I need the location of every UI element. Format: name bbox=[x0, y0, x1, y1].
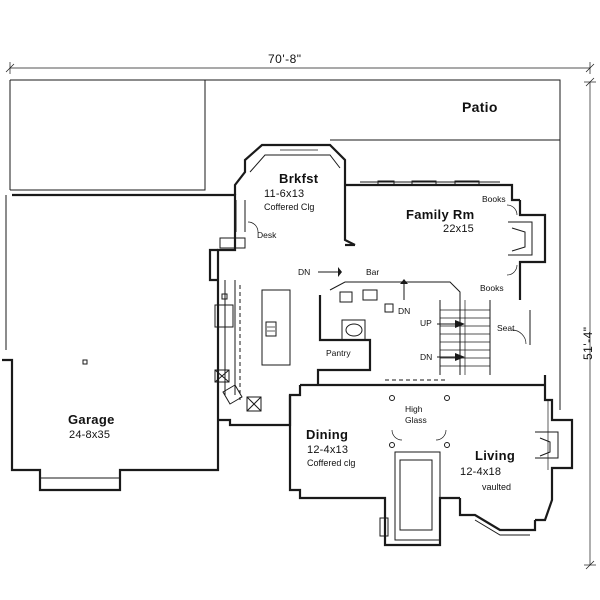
dn-kitchen-label: DN bbox=[298, 267, 311, 277]
living-walls bbox=[458, 375, 574, 536]
bar-label: Bar bbox=[366, 267, 380, 277]
garage-label: Garage bbox=[68, 412, 115, 427]
brkfst-label: Brkfst bbox=[279, 171, 319, 186]
overall-width-label: 70'-8" bbox=[268, 52, 302, 66]
pantry-label: Pantry bbox=[326, 348, 351, 358]
living-label: Living bbox=[475, 448, 516, 463]
dn-bar-label: DN bbox=[398, 306, 411, 316]
breakfast-bay bbox=[249, 149, 356, 246]
kitchen-walls bbox=[208, 143, 347, 427]
up-stair-label: UP bbox=[420, 318, 432, 328]
dining-walls bbox=[288, 379, 545, 547]
dining-size: 12-4x13 bbox=[307, 444, 349, 456]
family-room-walls bbox=[345, 180, 547, 300]
stair-core bbox=[316, 267, 531, 385]
dining-note: Coffered clg bbox=[307, 458, 356, 468]
desk-label: Desk bbox=[257, 230, 277, 240]
family-room-size: 22x15 bbox=[443, 223, 474, 235]
living-note: vaulted bbox=[482, 482, 512, 492]
brkfst-size: 11-6x13 bbox=[264, 188, 305, 200]
overall-depth-dimension-line bbox=[584, 77, 596, 570]
garage-size: 24-8x35 bbox=[69, 429, 111, 441]
patio-label: Patio bbox=[462, 99, 498, 115]
garage-walls bbox=[2, 193, 237, 492]
high-glass-label-line2: Glass bbox=[405, 415, 427, 425]
seat-label: Seat bbox=[497, 323, 515, 333]
high-glass-label-line1: High bbox=[405, 404, 423, 414]
books-bottom-label: Books bbox=[480, 283, 504, 293]
overall-depth-label: 51'-4" bbox=[581, 326, 595, 360]
brkfst-note: Coffered Clg bbox=[264, 202, 315, 212]
living-size: 12-4x18 bbox=[460, 466, 502, 478]
books-top-label: Books bbox=[482, 194, 506, 204]
dining-label: Dining bbox=[306, 427, 349, 442]
overall-width-dimension-line bbox=[5, 62, 595, 74]
family-room-label: Family Rm bbox=[406, 207, 475, 222]
patio-outline bbox=[9, 79, 561, 410]
dn-stair-label: DN bbox=[420, 352, 433, 362]
